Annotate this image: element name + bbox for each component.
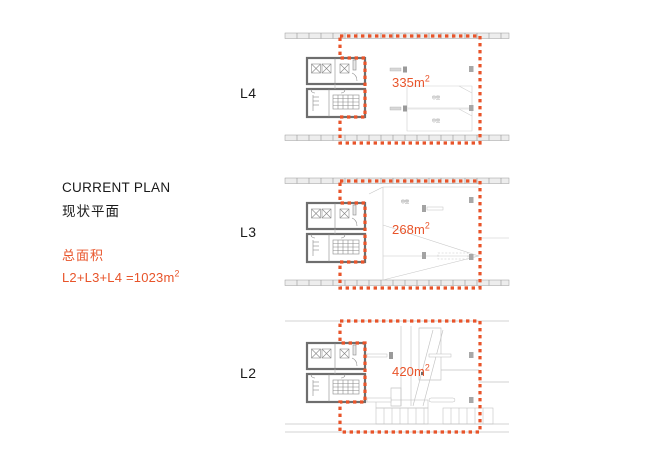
area-callout-l3: 268m2 — [392, 220, 430, 237]
l4-service-core — [305, 56, 367, 119]
l2-area-boundary — [338, 319, 482, 434]
total-area-formula-text: L2+L3+L4 =1023m — [62, 269, 175, 285]
level-label-l2: L2 — [240, 365, 257, 381]
area-callout-l4: 335m2 — [392, 73, 430, 90]
l3-service-core — [305, 201, 367, 264]
l4-area-boundary — [338, 34, 482, 145]
l4-right-rooms: 中空 中空 — [406, 85, 473, 132]
area-callout-l4-value: 335m — [392, 75, 425, 90]
svg-text:中空: 中空 — [432, 117, 440, 123]
level-label-l4: L4 — [240, 85, 257, 101]
floor-plan-l2-drawing — [285, 319, 509, 434]
plan-description-block: CURRENT PLAN 现状平面 总面积 L2+L3+L4 =1023m2 — [62, 178, 252, 288]
area-callout-l3-superscript: 2 — [424, 220, 430, 231]
total-area-heading: 总面积 — [62, 247, 105, 263]
level-label-l3: L3 — [240, 224, 257, 240]
area-callout-l2-superscript: 2 — [424, 362, 430, 373]
svg-text:中空: 中空 — [401, 198, 409, 204]
total-area-superscript: 2 — [174, 268, 180, 279]
floor-plan-l3: 中空 — [283, 170, 513, 300]
l3-fixture-marks — [422, 197, 474, 260]
l2-service-core — [305, 341, 367, 404]
svg-text:中空: 中空 — [432, 94, 440, 100]
l4-fixture-marks — [389, 66, 474, 112]
l2-escalator-geometry — [390, 326, 509, 407]
area-callout-l2: 420m2 — [392, 362, 430, 379]
l2-stair-treads — [375, 399, 494, 425]
floor-plan-l3-drawing: 中空 — [284, 177, 510, 290]
l3-area-boundary — [338, 179, 482, 290]
l2-fixture-marks — [366, 352, 474, 403]
area-callout-l4-superscript: 2 — [424, 73, 430, 84]
area-callout-l2-value: 420m — [392, 364, 425, 379]
floor-plan-l4-drawing: 中空 中空 — [284, 32, 510, 145]
floor-plan-l2 — [283, 310, 513, 440]
area-callout-l3-value: 268m — [392, 222, 425, 237]
l3-hall-geometry: 中空 — [368, 186, 509, 281]
total-area-formula: L2+L3+L4 =1023m2 — [62, 268, 252, 288]
page-title-english: CURRENT PLAN — [62, 180, 171, 195]
page-title-chinese: 现状平面 — [62, 204, 120, 220]
floor-plan-l4: 中空 中空 — [283, 25, 513, 155]
